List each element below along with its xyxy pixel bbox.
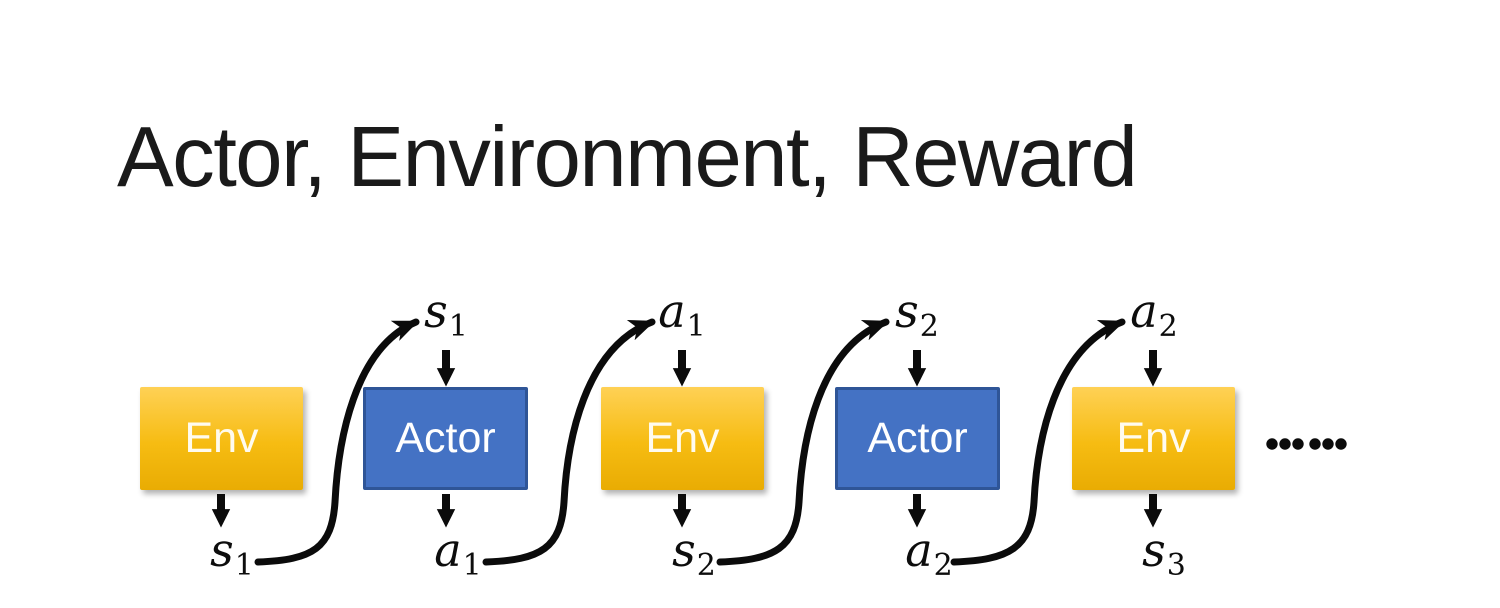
env-box-3: Env [1072, 387, 1235, 490]
bottom-label-s3: s3 [1142, 523, 1186, 583]
env-box-3-label: Env [1116, 414, 1191, 462]
ellipsis-dots [1266, 438, 1347, 450]
curve-arrow-a2 [950, 318, 1126, 566]
top-label-s2: s2 [895, 284, 939, 344]
curve-arrow-s2 [716, 318, 890, 566]
slide-title: Actor, Environment, Reward [117, 110, 1138, 205]
bottom-label-a2: a2 [905, 523, 953, 583]
top-label-a2: a2 [1130, 284, 1178, 344]
actor-box-2-label: Actor [867, 414, 968, 462]
env-box-2: Env [601, 387, 764, 490]
env-box-2-label: Env [645, 414, 720, 462]
actor-box-1-label: Actor [395, 414, 496, 462]
bottom-label-s2: s2 [672, 523, 716, 583]
env-box-1: Env [140, 387, 303, 490]
bottom-label-s1: s1 [210, 523, 254, 583]
top-label-a1: a1 [658, 284, 706, 344]
bottom-label-a1: a1 [434, 523, 482, 583]
env-box-1-label: Env [184, 414, 259, 462]
actor-box-2: Actor [835, 387, 1000, 490]
actor-box-1: Actor [363, 387, 528, 490]
curve-arrow-s1 [254, 318, 420, 566]
curve-arrow-a1 [482, 318, 656, 566]
top-label-s1: s1 [424, 284, 468, 344]
